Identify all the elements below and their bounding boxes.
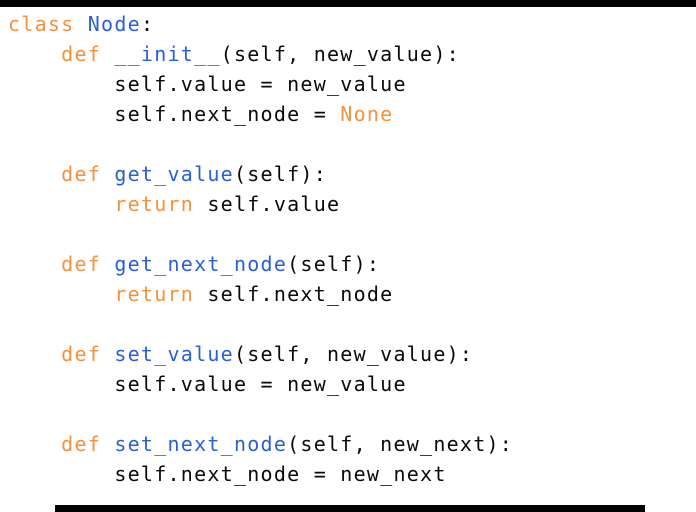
token-keyword: None xyxy=(340,102,394,126)
token-plain: : xyxy=(140,12,155,36)
token-plain: self.value = new_value xyxy=(8,72,407,96)
token-name: get_value xyxy=(114,162,234,186)
token-plain xyxy=(8,432,61,456)
bottom-black-bar xyxy=(55,505,645,512)
token-plain: (self, new_value): xyxy=(220,42,460,66)
token-plain xyxy=(8,162,61,186)
token-name: set_next_node xyxy=(114,432,288,456)
token-keyword: def xyxy=(61,432,102,456)
token-plain: self.value = new_value xyxy=(8,372,407,396)
token-plain: self.next_node = new_next xyxy=(8,462,447,486)
token-plain xyxy=(101,162,114,186)
token-plain xyxy=(101,432,114,456)
token-plain xyxy=(101,342,114,366)
token-plain: self.value xyxy=(194,192,341,216)
token-name: Node xyxy=(87,12,141,36)
token-keyword: return xyxy=(114,282,195,306)
token-keyword: def xyxy=(61,162,102,186)
token-plain: (self): xyxy=(233,162,328,186)
token-plain xyxy=(74,12,87,36)
token-name: get_next_node xyxy=(114,252,288,276)
token-keyword: def xyxy=(61,42,102,66)
token-plain xyxy=(8,342,61,366)
token-plain: self.next_node xyxy=(194,282,394,306)
top-black-bar xyxy=(0,0,696,7)
token-name: __init__ xyxy=(114,42,221,66)
token-plain xyxy=(101,42,114,66)
token-keyword: def xyxy=(61,252,102,276)
token-plain: (self, new_next): xyxy=(287,432,514,456)
code-block: class Node: def __init__(self, new_value… xyxy=(8,7,513,489)
token-plain: (self, new_value): xyxy=(233,342,474,366)
token-keyword: def xyxy=(61,342,102,366)
token-plain xyxy=(8,252,61,276)
token-name: set_value xyxy=(114,342,234,366)
token-plain xyxy=(8,42,61,66)
token-plain xyxy=(8,282,114,306)
token-plain xyxy=(8,192,114,216)
token-plain: self.next_node = xyxy=(8,102,341,126)
token-keyword: class xyxy=(8,12,75,36)
token-plain xyxy=(101,252,114,276)
token-keyword: return xyxy=(114,192,195,216)
token-plain: (self): xyxy=(287,252,381,276)
